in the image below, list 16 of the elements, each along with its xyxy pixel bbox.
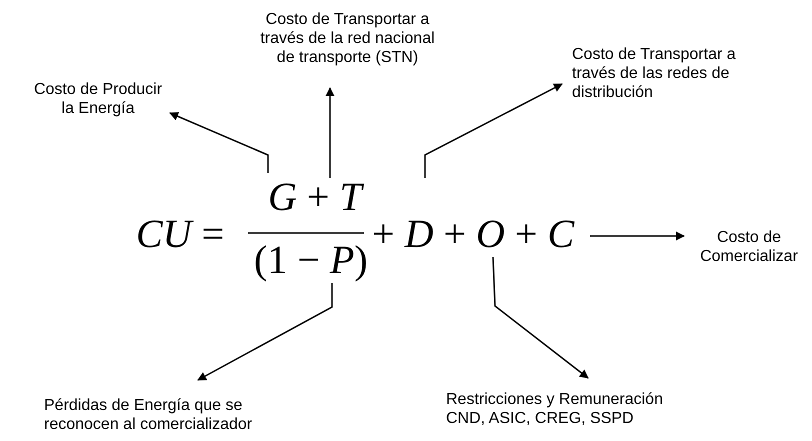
callout-text: Costo de Producir la Energía — [28, 80, 168, 118]
callout-text: Costo de Comercializar — [686, 228, 812, 266]
leader-arrow — [197, 283, 333, 381]
formula-term: CU = — [136, 212, 224, 256]
callout-text: Costo de Transportar a través de las redes de distribución — [572, 45, 740, 102]
leader-arrow — [326, 87, 334, 178]
leader-arrow — [590, 232, 685, 240]
leader-arrow — [424, 83, 563, 178]
callout-text: Pérdidas de Energía que se reconocen al comercializador — [44, 396, 272, 434]
formula-numerator: G + T — [268, 175, 362, 219]
leader-arrow — [169, 112, 269, 173]
formula-term: + D + O + C — [372, 212, 574, 256]
formula-denominator: (1 − P) — [254, 238, 368, 282]
leader-arrow — [492, 256, 589, 379]
callout-text: Restricciones y Remuneración CND, ASIC, CREG, SSPD — [446, 390, 691, 428]
callout-text: Costo de Transportar a través de la red nacional de transporte (STN) — [250, 10, 445, 67]
